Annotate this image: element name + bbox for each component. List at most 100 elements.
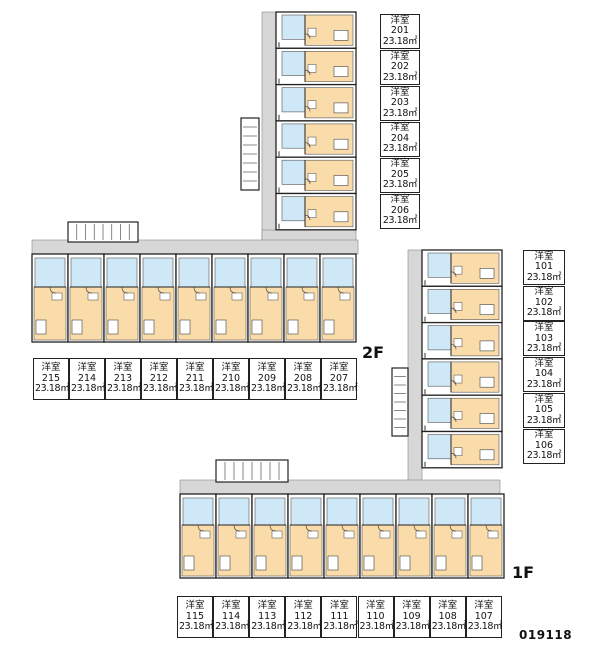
room-area: 23.18㎡ xyxy=(526,307,562,319)
unit-2f-212 xyxy=(139,253,177,343)
room-number: 113 xyxy=(258,610,277,622)
room-type: 洋室 xyxy=(185,362,205,374)
room-type: 洋室 xyxy=(390,14,410,26)
unit-1f-114 xyxy=(215,493,253,579)
room-type: 洋室 xyxy=(534,286,554,298)
room-area: 23.18㎡ xyxy=(382,107,418,119)
room-type: 洋室 xyxy=(390,86,410,98)
room-number: 112 xyxy=(294,610,313,622)
room-number: 101 xyxy=(534,261,554,273)
corridor-4 xyxy=(407,249,423,496)
room-type: 洋室 xyxy=(534,322,554,334)
room-area: 23.18㎡ xyxy=(71,383,106,395)
unit-2f-210 xyxy=(211,253,249,343)
room-type: 洋室 xyxy=(257,362,277,374)
room-number: 103 xyxy=(534,332,554,344)
stair-1f-side xyxy=(391,367,409,437)
room-number: 214 xyxy=(77,372,97,384)
room-area: 23.18㎡ xyxy=(526,378,562,390)
room-number: 206 xyxy=(390,204,410,216)
stair-1f-top xyxy=(215,459,289,483)
room-number: 111 xyxy=(330,610,349,622)
room-area: 23.18㎡ xyxy=(359,621,395,633)
unit-blocks xyxy=(31,11,505,579)
room-type: 洋室 xyxy=(365,600,385,612)
unit-1f-103 xyxy=(421,321,503,360)
room-area: 23.18㎡ xyxy=(323,383,358,395)
property-code: 019118 xyxy=(519,628,573,642)
room-area: 23.18㎡ xyxy=(215,383,250,395)
room-area: 23.18㎡ xyxy=(287,621,322,633)
room-type: 洋室 xyxy=(390,194,410,206)
room-area: 23.18㎡ xyxy=(251,621,286,633)
room-type: 洋室 xyxy=(293,362,313,374)
stairwells xyxy=(67,117,409,483)
room-type: 洋室 xyxy=(474,600,494,612)
room-number: 213 xyxy=(113,372,133,384)
room-number: 115 xyxy=(185,610,205,622)
stair-2f-side xyxy=(240,117,260,191)
room-type: 洋室 xyxy=(149,362,169,374)
room-type: 洋室 xyxy=(402,600,422,612)
room-area: 23.18㎡ xyxy=(107,383,142,395)
unit-1f-106 xyxy=(421,430,503,469)
room-number: 102 xyxy=(534,296,554,308)
room-area: 23.18㎡ xyxy=(382,143,418,155)
room-area: 23.18㎡ xyxy=(382,215,418,227)
unit-1f-101 xyxy=(421,249,503,287)
room-area: 23.18㎡ xyxy=(143,383,178,395)
room-type: 洋室 xyxy=(221,600,241,612)
room-number: 212 xyxy=(149,372,169,384)
room-number: 204 xyxy=(390,132,410,144)
unit-2f-204 xyxy=(275,120,357,158)
unit-1f-105 xyxy=(421,394,503,433)
room-area: 23.18㎡ xyxy=(431,621,467,633)
room-type: 洋室 xyxy=(534,357,554,369)
room-type: 洋室 xyxy=(293,600,313,612)
unit-1f-110 xyxy=(359,493,397,579)
room-type: 洋室 xyxy=(329,600,349,612)
room-type: 洋室 xyxy=(41,362,61,374)
room-number: 108 xyxy=(438,610,457,622)
room-type: 洋室 xyxy=(113,362,133,374)
room-area: 23.18㎡ xyxy=(395,621,431,633)
room-type: 洋室 xyxy=(534,393,554,405)
unit-1f-115 xyxy=(179,493,217,579)
unit-1f-107 xyxy=(467,493,505,579)
unit-1f-111 xyxy=(323,493,361,579)
room-area: 23.18㎡ xyxy=(382,179,418,191)
corridor-1 xyxy=(261,11,277,245)
room-area: 23.18㎡ xyxy=(179,621,214,633)
unit-2f-215 xyxy=(31,253,69,343)
unit-2f-213 xyxy=(103,253,141,343)
unit-1f-108 xyxy=(431,493,469,579)
room-type: 洋室 xyxy=(77,362,97,374)
room-area: 23.18㎡ xyxy=(526,414,562,426)
floor-label-2f: 2F xyxy=(362,343,385,362)
room-number: 202 xyxy=(390,61,410,73)
unit-2f-209 xyxy=(247,253,285,343)
unit-1f-104 xyxy=(421,358,503,396)
room-number: 211 xyxy=(185,372,205,384)
room-number: 201 xyxy=(390,25,410,37)
room-number: 105 xyxy=(534,404,554,416)
